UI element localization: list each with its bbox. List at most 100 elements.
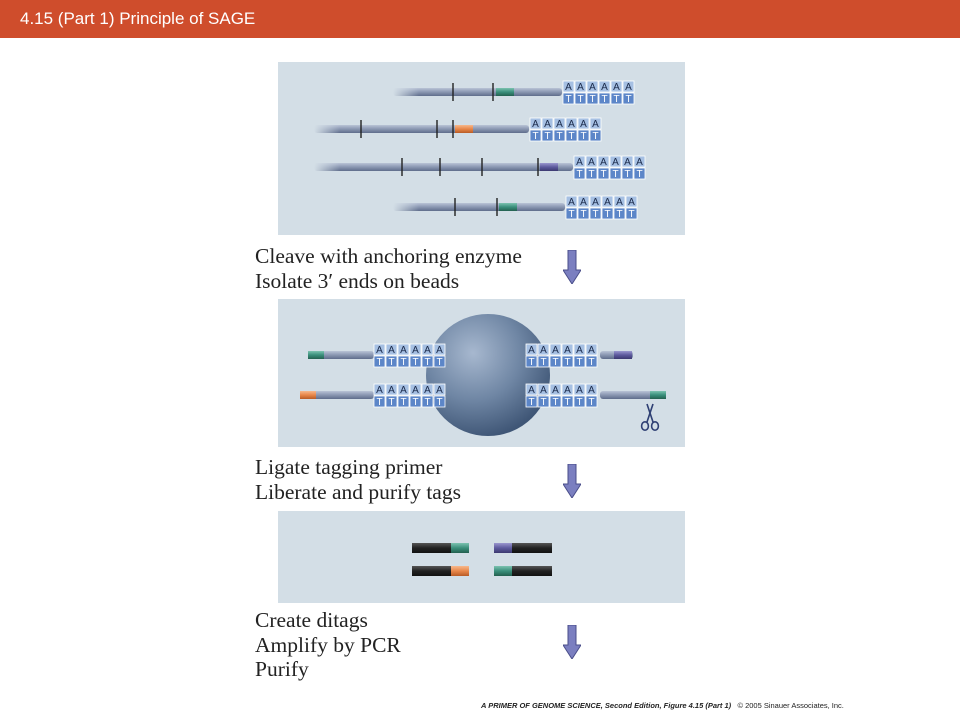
poly-a-letter: A xyxy=(388,345,395,356)
poly-a-box xyxy=(577,117,590,130)
scissors-handle xyxy=(650,421,660,431)
step-ligate-liberate: Ligate tagging primer Liberate and purif… xyxy=(255,455,461,504)
poly-t-letter: T xyxy=(436,357,442,368)
poly-a-box xyxy=(609,155,622,168)
poly-a-letter: A xyxy=(424,385,431,396)
poly-t-box xyxy=(421,395,434,408)
poly-a-box xyxy=(409,343,422,356)
poly-a-box xyxy=(622,80,635,93)
poly-t-box xyxy=(537,395,550,408)
poly-a-box xyxy=(409,383,422,396)
poly-a-box xyxy=(573,343,586,356)
poly-t-box xyxy=(622,92,635,105)
poly-a-letter: A xyxy=(601,82,608,93)
poly-a-letter: A xyxy=(376,385,383,396)
poly-t-letter: T xyxy=(564,357,570,368)
poly-t-letter: T xyxy=(424,357,430,368)
poly-t-box xyxy=(589,207,602,220)
poly-a-letter: A xyxy=(528,345,535,356)
poly-t-box xyxy=(537,355,550,368)
poly-a-letter: A xyxy=(552,345,559,356)
poly-a-letter: A xyxy=(616,197,623,208)
poly-t-box xyxy=(409,355,422,368)
tag-teal xyxy=(499,203,517,211)
poly-a-letter: A xyxy=(628,197,635,208)
poly-a-box xyxy=(573,155,586,168)
tag-teal xyxy=(494,566,512,576)
poly-t-box xyxy=(573,167,586,180)
tag-orange xyxy=(455,125,473,133)
poly-a-letter: A xyxy=(564,345,571,356)
tag-teal xyxy=(451,543,469,553)
poly-a-box xyxy=(585,343,598,356)
poly-a-box xyxy=(589,117,602,130)
poly-a-letter: A xyxy=(376,345,383,356)
poly-t-box xyxy=(561,395,574,408)
poly-a-box xyxy=(525,383,538,396)
poly-a-letter: A xyxy=(604,197,611,208)
ditag-body xyxy=(494,566,552,576)
poly-t-letter: T xyxy=(625,94,631,105)
poly-t-letter: T xyxy=(376,357,382,368)
poly-a-box xyxy=(549,383,562,396)
poly-a-box xyxy=(397,383,410,396)
poly-t-letter: T xyxy=(556,131,562,142)
poly-a-box xyxy=(610,80,623,93)
poly-t-box xyxy=(549,355,562,368)
poly-t-letter: T xyxy=(412,357,418,368)
poly-a-box xyxy=(525,343,538,356)
poly-t-box xyxy=(541,129,554,142)
poly-a-box xyxy=(549,343,562,356)
poly-a-box xyxy=(585,383,598,396)
poly-a-box xyxy=(385,383,398,396)
poly-t-letter: T xyxy=(624,169,630,180)
poly-t-letter: T xyxy=(436,397,442,408)
tag-orange xyxy=(300,391,316,399)
poly-t-letter: T xyxy=(544,131,550,142)
poly-t-box xyxy=(577,207,590,220)
step-line: Create ditags xyxy=(255,608,368,632)
tag-purple xyxy=(494,543,512,553)
scissors-blade xyxy=(646,403,654,423)
poly-t-box xyxy=(385,395,398,408)
poly-t-letter: T xyxy=(552,397,558,408)
poly-a-box xyxy=(633,155,646,168)
step-line: Cleave with anchoring enzyme xyxy=(255,244,522,268)
poly-a-box xyxy=(585,155,598,168)
poly-a-box xyxy=(541,117,554,130)
scissors-icon xyxy=(640,403,660,431)
poly-t-letter: T xyxy=(601,94,607,105)
step-line: Liberate and purify tags xyxy=(255,479,461,504)
poly-t-letter: T xyxy=(616,209,622,220)
poly-t-box xyxy=(625,207,638,220)
poly-t-letter: T xyxy=(528,357,534,368)
mrna-strand xyxy=(308,351,374,359)
poly-a-letter: A xyxy=(568,119,575,130)
poly-a-box xyxy=(598,80,611,93)
free-tags-group xyxy=(412,543,552,576)
poly-a-box xyxy=(562,80,575,93)
poly-t-letter: T xyxy=(580,209,586,220)
poly-t-box xyxy=(597,167,610,180)
poly-t-box xyxy=(621,167,634,180)
down-arrow-icon xyxy=(563,464,581,498)
poly-a-box xyxy=(601,195,614,208)
poly-a-letter: A xyxy=(528,385,535,396)
poly-t-letter: T xyxy=(565,94,571,105)
poly-a-letter: A xyxy=(600,157,607,168)
poly-a-letter: A xyxy=(564,385,571,396)
poly-a-box xyxy=(561,343,574,356)
tag-purple xyxy=(614,351,632,359)
poly-a-box xyxy=(621,155,634,168)
poly-t-box xyxy=(397,395,410,408)
poly-t-letter: T xyxy=(564,397,570,408)
mrna-strand xyxy=(393,203,565,211)
poly-t-letter: T xyxy=(588,169,594,180)
poly-a-letter: A xyxy=(576,385,583,396)
poly-a-letter: A xyxy=(625,82,632,93)
poly-a-letter: A xyxy=(412,385,419,396)
poly-a-letter: A xyxy=(588,345,595,356)
poly-a-box xyxy=(433,343,446,356)
poly-t-letter: T xyxy=(600,169,606,180)
poly-a-box xyxy=(397,343,410,356)
